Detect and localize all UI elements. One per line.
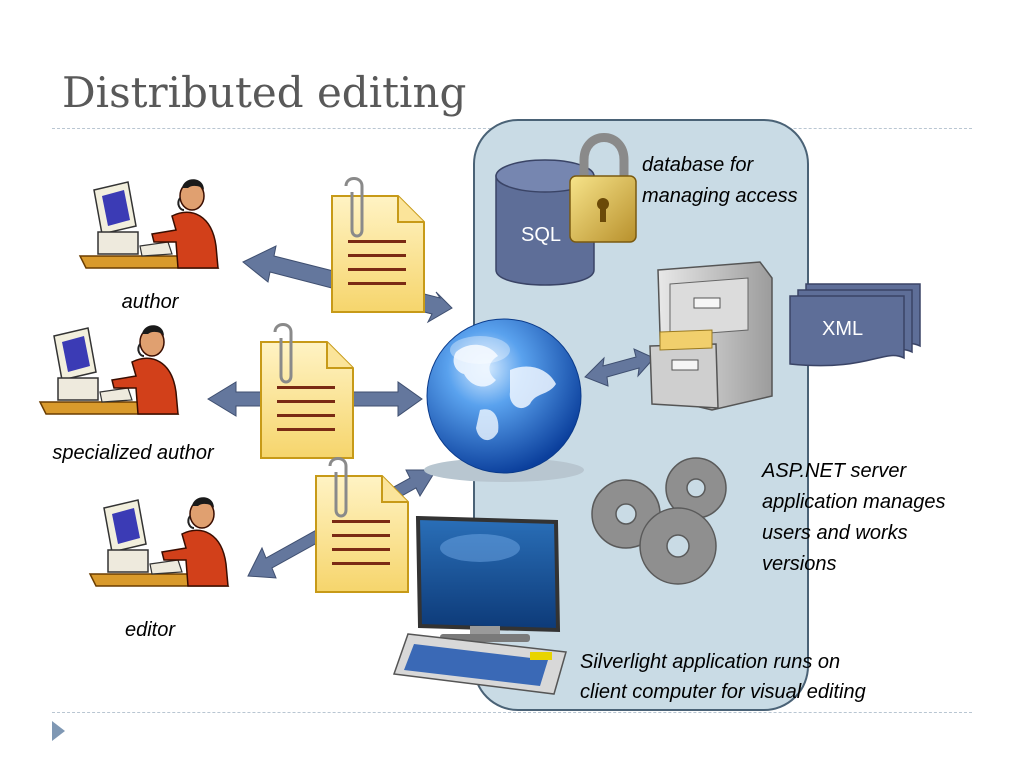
asp-caption-line-4: versions xyxy=(762,553,837,575)
keyboard-icon xyxy=(392,633,567,695)
document-icon xyxy=(314,457,410,594)
gears-icon xyxy=(591,457,727,585)
specialized-author-person-icon xyxy=(39,324,179,415)
author-person-icon xyxy=(79,178,219,269)
asp-caption-line-2: application manages xyxy=(762,491,946,513)
client-caption-line-2: client computer for visual editing xyxy=(580,681,866,703)
role-label-specialized-author: specialized author xyxy=(52,442,214,464)
sql-label: SQL xyxy=(521,224,562,246)
asp-caption-line-1: ASP.NET server xyxy=(762,460,907,482)
db-caption-line-1: database for xyxy=(642,154,754,176)
bottom-divider xyxy=(52,712,972,713)
xml-label: XML xyxy=(822,318,864,340)
file-cabinet-icon xyxy=(649,261,773,411)
document-icon xyxy=(330,177,426,314)
editor-person-icon xyxy=(89,496,229,587)
slide-title: Distributed editing xyxy=(62,68,467,117)
role-label-editor: editor xyxy=(124,619,176,641)
lock-icon xyxy=(569,133,637,243)
role-label-author: author xyxy=(121,291,179,313)
globe-icon xyxy=(424,318,584,482)
client-caption-line-1: Silverlight application runs on xyxy=(580,651,841,673)
asp-caption-line-3: users and works xyxy=(762,522,908,544)
client-monitor-icon xyxy=(415,515,561,642)
slide-nav-arrow-icon[interactable] xyxy=(52,721,65,741)
db-caption-line-2: managing access xyxy=(642,185,798,207)
document-icon xyxy=(259,323,355,460)
xml-documents-icon xyxy=(789,283,921,367)
